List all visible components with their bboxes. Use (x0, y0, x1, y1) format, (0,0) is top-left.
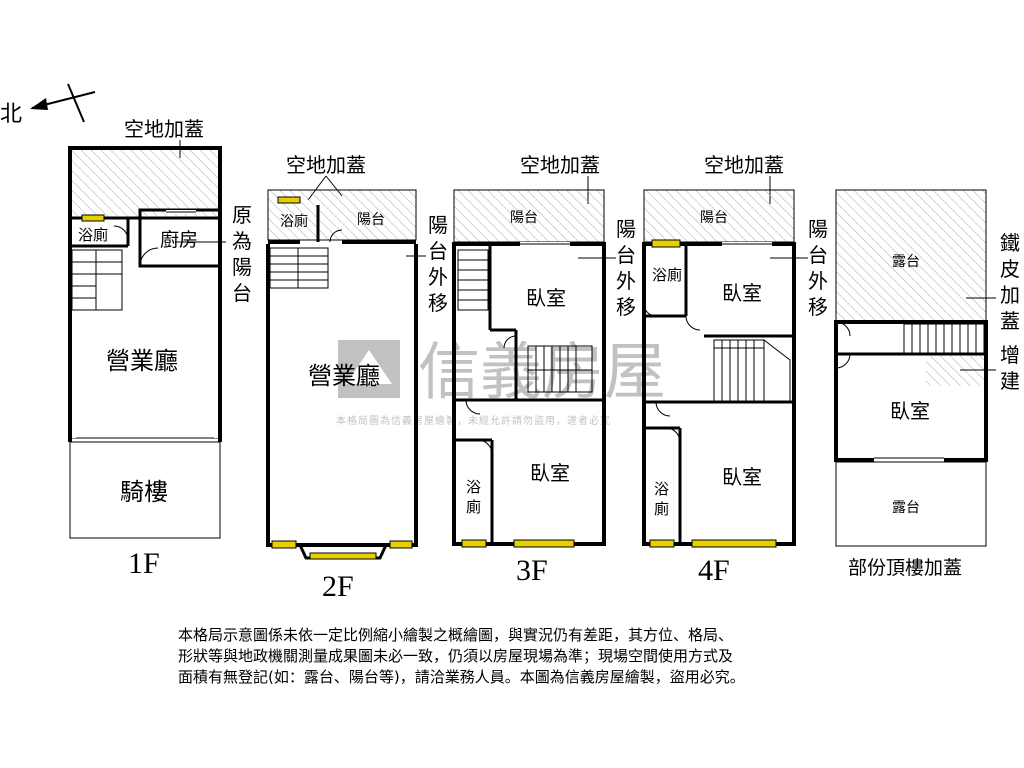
north-arrow: 北 (0, 83, 96, 127)
f4-caption: 4F (698, 554, 730, 587)
floor-2f: 空地加蓋 浴廁 陽台 營業廳 陽 台 外 移 (266, 153, 448, 603)
svg-text:原: 原 (232, 203, 252, 227)
f2-outline (266, 244, 418, 547)
roof-stairs (903, 323, 985, 355)
svg-text:台: 台 (232, 281, 252, 305)
f4-outline (642, 242, 796, 546)
disclaimer: 本格局示意圖係未依一定比例縮小繪製之概繪圖，與實況仍有差距，其方位、格局、 形狀… (178, 625, 878, 688)
svg-text:台: 台 (428, 239, 448, 263)
f2-hall: 營業廳 (308, 362, 380, 390)
f1-caption: 1F (128, 547, 160, 580)
svg-text:蓋: 蓋 (1000, 309, 1020, 333)
f4-balcony-note: 陽 台 外 移 (808, 217, 828, 319)
f1-arcade: 騎樓 (120, 478, 168, 506)
roof-terrace-upper: 露台 (892, 254, 920, 270)
f1-balcony-note: 原 為 陽 台 (232, 203, 252, 305)
svg-text:加: 加 (1000, 283, 1020, 307)
f1-stairs (71, 249, 123, 311)
f2-caption: 2F (322, 570, 354, 603)
f3-bedroom-upper: 臥室 (526, 286, 566, 310)
watermark: 信義房屋 本格局圖為信義房屋繪製，未經允許請勿盜用，違者必究 (336, 335, 666, 427)
f2-balcony: 陽台 (357, 212, 385, 228)
north-label: 北 (0, 102, 22, 127)
roof-caption: 部份頂樓加蓋 (848, 557, 962, 579)
watermark-notice: 本格局圖為信義房屋繪製，未經允許請勿盜用，違者必究 (336, 414, 611, 427)
f3-bath-1: 浴 (466, 478, 481, 496)
f4-bath-2: 廁 (654, 500, 669, 518)
svg-text:移: 移 (616, 295, 636, 319)
f4-balcony: 陽台 (700, 210, 728, 226)
svg-text:外: 外 (428, 265, 448, 289)
svg-text:增: 增 (1000, 343, 1020, 367)
svg-text:陽: 陽 (232, 255, 252, 279)
roof-iron-addition: 鐵 皮 加 蓋 (1000, 231, 1020, 333)
roof-extension: 增 建 (1000, 343, 1020, 393)
f1-bath: 浴廁 (78, 226, 108, 244)
f3-top-addition: 空地加蓋 (520, 153, 600, 177)
svg-text:台: 台 (616, 243, 636, 267)
f4-bedroom-lower: 臥室 (722, 465, 762, 489)
svg-text:移: 移 (808, 295, 828, 319)
svg-text:台: 台 (808, 243, 828, 267)
f2-bath: 浴廁 (280, 213, 308, 230)
f4-bath-upper: 浴廁 (652, 266, 682, 284)
svg-text:外: 外 (616, 269, 636, 293)
roof-terrace-lower-area (835, 461, 987, 547)
f1-arcade-area (69, 441, 221, 539)
floor-4f: 空地加蓋 陽台 浴廁 臥室 臥室 浴 廁 (642, 153, 828, 587)
f3-balcony: 陽台 (510, 210, 538, 226)
svg-text:陽: 陽 (428, 213, 448, 237)
svg-text:陽: 陽 (808, 217, 828, 241)
f4-bedroom-upper: 臥室 (722, 281, 762, 305)
f4-top-addition: 空地加蓋 (704, 153, 784, 177)
f2-top-addition: 空地加蓋 (286, 153, 366, 177)
f3-balcony-note: 陽 台 外 移 (616, 217, 636, 319)
disclaimer-line: 形狀等與地政機關測量成果圖未必一致，仍須以房屋現場為準；現場空間使用方式及 (178, 647, 734, 665)
f3-bath-2: 廁 (466, 498, 481, 516)
roof-terrace-lower: 露台 (892, 500, 920, 516)
svg-text:鐵: 鐵 (1000, 231, 1020, 255)
floor-3f: 空地加蓋 陽台 臥室 (452, 153, 636, 587)
floor-1f: 空地加蓋 浴廁 廚房 營業廳 騎樓 原 (68, 117, 252, 580)
f2-balcony-note: 陽 台 外 移 (428, 213, 448, 315)
f3-bedroom-lower: 臥室 (530, 461, 570, 485)
svg-text:移: 移 (428, 291, 448, 315)
svg-text:為: 為 (232, 229, 252, 253)
f1-hall: 營業廳 (106, 347, 178, 375)
f1-kitchen: 廚房 (160, 228, 198, 251)
svg-text:建: 建 (1000, 369, 1020, 393)
f3-caption: 3F (516, 554, 548, 587)
f4-bath-1: 浴 (654, 480, 669, 498)
f3-stairs (457, 249, 593, 393)
f2-stairs (269, 247, 329, 289)
f4-stairs (713, 339, 791, 403)
floor-roof: 露台 臥室 露台 鐵 皮 加 蓋 (834, 189, 1020, 579)
watermark-brand: 信義房屋 (418, 335, 666, 408)
svg-text:外: 外 (808, 269, 828, 293)
f1-top-addition: 空地加蓋 (124, 117, 204, 141)
disclaimer-line: 面積有無登記(如：露台、陽台等)，請洽業務人員。本圖為信義房屋繪製，盜用必究。 (178, 668, 745, 686)
svg-text:皮: 皮 (1000, 257, 1020, 281)
disclaimer-line: 本格局示意圖係未依一定比例縮小繪製之概繪圖，與實況仍有差距，其方位、格局、 (178, 626, 734, 644)
roof-bedroom: 臥室 (890, 399, 930, 423)
roof-outline (834, 320, 988, 462)
svg-text:陽: 陽 (616, 217, 636, 241)
